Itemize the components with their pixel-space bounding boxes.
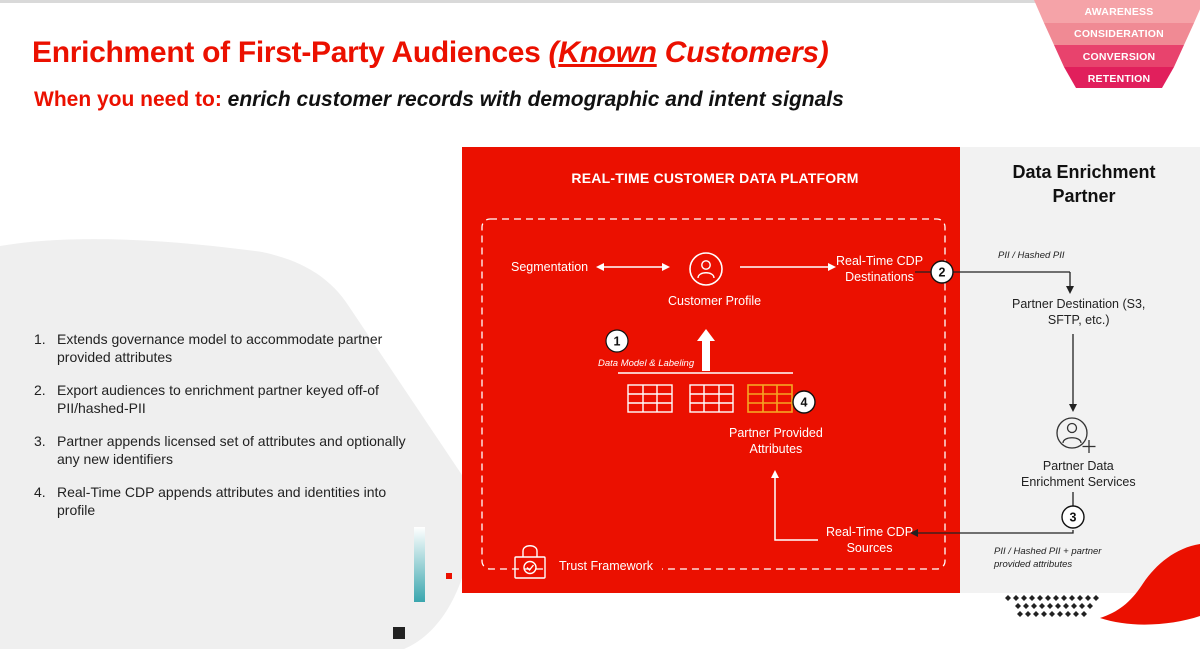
funnel-label-retention: RETENTION bbox=[1087, 73, 1151, 85]
diamond-shape bbox=[1029, 595, 1035, 601]
destinations-label: Real-Time CDP Destinations bbox=[836, 254, 924, 284]
funnel-label-awareness: AWARENESS bbox=[1084, 6, 1154, 18]
svg-text:2: 2 bbox=[939, 266, 946, 280]
diamond-shape bbox=[1013, 595, 1019, 601]
data-table-icon-1 bbox=[627, 384, 673, 413]
cdp-panel bbox=[462, 147, 960, 593]
diamond-shape bbox=[1077, 595, 1083, 601]
diamond-shape bbox=[1023, 603, 1029, 609]
cdp-title: REAL-TIME CUSTOMER DATA PLATFORM bbox=[571, 170, 859, 186]
steps-list: 1.Extends governance model to accommodat… bbox=[34, 330, 424, 534]
customer-profile-label: Customer Profile bbox=[668, 294, 762, 308]
diamond-shape bbox=[1093, 595, 1099, 601]
step-item-3: 3.Partner appends licensed set of attrib… bbox=[34, 433, 406, 467]
diamond-shape bbox=[1055, 603, 1061, 609]
diamond-shape bbox=[1073, 611, 1079, 617]
pii-label: PII / Hashed PII bbox=[998, 250, 1065, 261]
diamond-shape bbox=[1071, 603, 1077, 609]
step-badge-3: 3 bbox=[1061, 505, 1085, 529]
segmentation-label: Segmentation bbox=[511, 260, 589, 274]
diamond-shape bbox=[1037, 595, 1043, 601]
funnel-stage-retention bbox=[1064, 67, 1174, 88]
svg-text:4: 4 bbox=[801, 396, 808, 410]
svg-text:1: 1 bbox=[614, 335, 621, 349]
subtitle-lead: When you need to: bbox=[34, 88, 222, 111]
diamond-shape bbox=[1015, 603, 1021, 609]
funnel-label-consideration: CONSIDERATION bbox=[1074, 28, 1164, 40]
diamond-shape bbox=[1005, 595, 1011, 601]
decorative-red-square bbox=[446, 573, 452, 579]
decorative-red-swoosh bbox=[1100, 544, 1200, 625]
svg-text:3: 3 bbox=[1070, 511, 1077, 525]
diamond-shape bbox=[1087, 603, 1093, 609]
diamond-shape bbox=[1017, 611, 1023, 617]
subtitle-rest: enrich customer records with demographic… bbox=[221, 88, 844, 111]
diamond-shape bbox=[1041, 611, 1047, 617]
decorative-black-square bbox=[393, 627, 405, 639]
top-divider bbox=[0, 0, 1200, 3]
pii-return-label: PII / Hashed PII + partner provided attr… bbox=[994, 546, 1102, 570]
diamond-shape bbox=[1081, 611, 1087, 617]
funnel-stage-consideration bbox=[1044, 23, 1194, 45]
trust-lock-icon bbox=[514, 545, 546, 579]
diamond-shape bbox=[1061, 595, 1067, 601]
diamond-shape bbox=[1045, 595, 1051, 601]
diamond-shape bbox=[1053, 595, 1059, 601]
trust-framework-bg bbox=[548, 557, 662, 577]
trust-framework-label: Trust Framework bbox=[559, 559, 653, 573]
page-title: Enrichment of First-Party Audiences (Kno… bbox=[32, 36, 829, 69]
step-item-2: 2.Export audiences to enrichment partner… bbox=[34, 382, 379, 416]
data-table-icon-2 bbox=[689, 384, 734, 413]
title-customers: Customers bbox=[656, 36, 819, 69]
step-badge-2: 2 bbox=[930, 260, 954, 284]
step-item-1: 1.Extends governance model to accommodat… bbox=[34, 331, 383, 365]
diamond-shape bbox=[1065, 611, 1071, 617]
decorative-diamond-pattern bbox=[1005, 595, 1099, 617]
diamond-shape bbox=[1063, 603, 1069, 609]
step-badge-1: 1 bbox=[605, 329, 629, 353]
diamond-shape bbox=[1025, 611, 1031, 617]
diamond-shape bbox=[1057, 611, 1063, 617]
funnel-stage-awareness bbox=[1034, 0, 1200, 23]
diamond-shape bbox=[1069, 595, 1075, 601]
marketing-funnel: AWARENESS CONSIDERATION CONVERSION RETEN… bbox=[1034, 0, 1200, 92]
diamond-shape bbox=[1031, 603, 1037, 609]
funnel-label-conversion: CONVERSION bbox=[1082, 51, 1156, 63]
data-model-label: Data Model & Labeling bbox=[598, 358, 695, 369]
customer-profile-icon bbox=[689, 252, 723, 286]
sources-label: Real-Time CDP Sources bbox=[826, 525, 914, 555]
title-known: Known bbox=[558, 36, 657, 69]
partner-attributes-label: Partner Provided Attributes bbox=[729, 426, 823, 456]
diamond-shape bbox=[1021, 595, 1027, 601]
step-badge-4: 4 bbox=[792, 390, 816, 414]
cdp-dashed-boundary bbox=[481, 218, 946, 570]
step-item-4: 4.Real-Time CDP appends attributes and i… bbox=[34, 484, 387, 518]
diamond-shape bbox=[1049, 611, 1055, 617]
partner-to-sources-arrow bbox=[910, 529, 1074, 537]
page-subtitle: When you need to: enrich customer record… bbox=[34, 88, 844, 112]
diamond-shape bbox=[1085, 595, 1091, 601]
funnel-stage-conversion bbox=[1054, 45, 1184, 67]
partner-services-icon bbox=[1056, 417, 1096, 453]
data-model-up-arrow bbox=[697, 329, 715, 371]
left-panel-background bbox=[0, 239, 470, 649]
sources-to-attributes-arrow bbox=[771, 470, 818, 541]
diamond-shape bbox=[1047, 603, 1053, 609]
partner-services-label: Partner Data Enrichment Services bbox=[1021, 459, 1136, 489]
data-table-icon-partner bbox=[747, 384, 793, 413]
partner-destination-label: Partner Destination (S3, SFTP, etc.) bbox=[1012, 297, 1146, 327]
decorative-teal-bar bbox=[414, 527, 425, 602]
diamond-shape bbox=[1039, 603, 1045, 609]
partner-title: Data Enrichment Partner bbox=[1012, 162, 1156, 206]
diamond-shape bbox=[1033, 611, 1039, 617]
diamond-shape bbox=[1079, 603, 1085, 609]
